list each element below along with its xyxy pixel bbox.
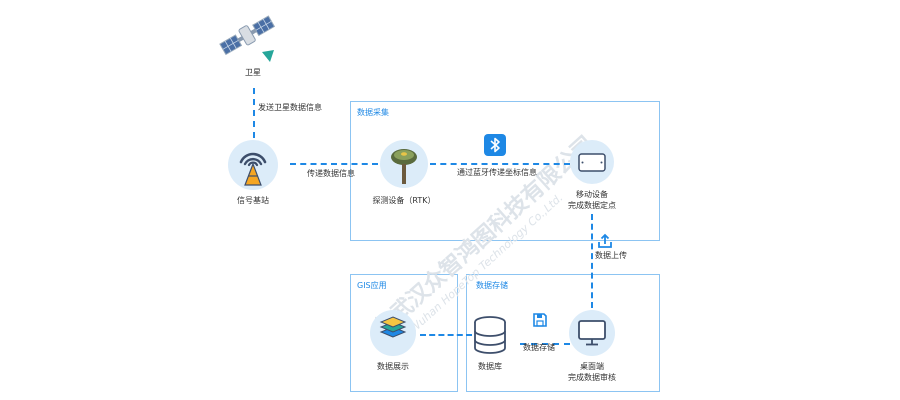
edge-base-to-rtk <box>290 163 378 165</box>
edge-satellite-to-base <box>253 88 255 138</box>
edge-label-mobile-to-desktop: 数据上传 <box>595 251 627 260</box>
save-icon <box>533 313 547 327</box>
bluetooth-icon <box>484 134 506 156</box>
edge-rtk-to-mobile <box>430 163 570 165</box>
rtk-receiver-icon <box>391 149 417 184</box>
edge-label-base-to-rtk: 传递数据信息 <box>307 169 355 178</box>
edge-mobile-to-desktop <box>591 214 593 308</box>
group-title-data-storage: 数据存储 <box>476 281 508 290</box>
upload-icon <box>598 233 612 248</box>
desktop-label: 桌面端 完成数据审核 <box>552 361 632 383</box>
mobile-device-label-line2: 完成数据定点 <box>568 201 616 210</box>
map-layers-icon <box>379 316 407 338</box>
group-title-gis-application: GIS应用 <box>357 281 387 290</box>
group-data-collection <box>350 101 660 241</box>
group-gis-application <box>350 274 458 392</box>
edge-desktop-to-database <box>520 343 570 345</box>
signal-tower-icon <box>239 152 267 186</box>
tablet-icon <box>578 153 606 172</box>
edge-label-rtk-to-mobile: 通过蓝牙传递坐标信息 <box>457 168 537 177</box>
desktop-label-line2: 完成数据审核 <box>568 373 616 382</box>
rtk-device-node <box>380 140 428 188</box>
rtk-device-label: 探测设备（RTK） <box>372 196 436 205</box>
database-label: 数据库 <box>478 362 502 371</box>
mobile-device-node <box>570 140 614 184</box>
gis-display-node <box>370 310 416 356</box>
edge-label-desktop-to-database: 数据存储 <box>523 343 555 352</box>
satellite-icon <box>219 15 276 62</box>
edge-label-satellite-to-base: 发送卫星数据信息 <box>258 103 322 112</box>
mobile-device-label-line1: 移动设备 <box>576 190 608 199</box>
database-icon <box>474 316 506 354</box>
group-data-storage <box>466 274 660 392</box>
mobile-device-label: 移动设备 完成数据定点 <box>552 189 632 211</box>
gis-display-label: 数据展示 <box>377 362 409 371</box>
desktop-node <box>569 310 615 356</box>
base-station-label: 信号基站 <box>237 196 269 205</box>
desktop-label-line1: 桌面端 <box>580 362 604 371</box>
monitor-icon <box>578 320 606 346</box>
edge-database-to-gis <box>420 334 472 336</box>
group-title-data-collection: 数据采集 <box>357 108 389 117</box>
base-station-node <box>228 140 278 190</box>
satellite-label: 卫星 <box>245 68 261 77</box>
